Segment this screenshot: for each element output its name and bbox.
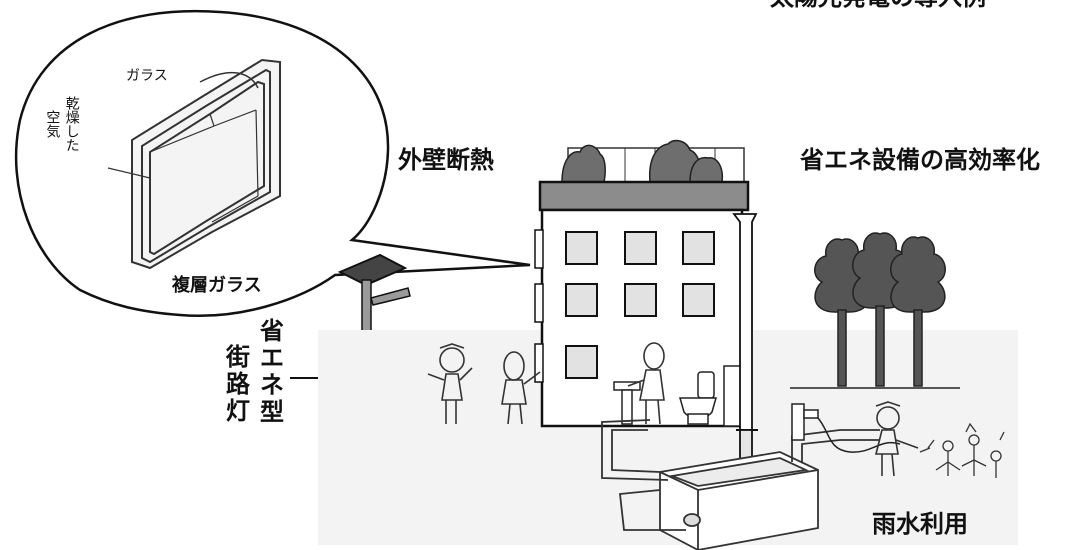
building-icon [534,139,750,428]
glass-label: ガラス [126,68,168,84]
top-title-fragment: 太陽光発電の導入例 [770,0,986,11]
streetlight-char: 灯 [226,396,250,425]
streetlight-char: 型 [260,397,284,426]
rooftop-greenery-icon [538,139,750,212]
streetlight-char: 路 [226,369,250,398]
efficient-equipment-label: 省エネ設備の高効率化 [800,146,1040,174]
streetlight-char: 街 [226,343,250,371]
solar-panel-icon [337,253,408,287]
double-glazing-callout [14,9,531,317]
person-icon [627,342,665,425]
dry-air-char: 空気 [44,110,61,138]
water-tank-icon [601,419,880,550]
insulation-panels [534,229,544,383]
toilet-icon [679,371,717,425]
top-title: 太陽光発電の導入例 [770,0,986,11]
tree-group [790,232,960,389]
streetlight-char: エ [260,343,284,372]
person-icon [427,343,473,424]
garden-faucet-icon [791,403,901,453]
streetlight-char: 省 [260,317,284,345]
basin-stand [621,389,633,425]
dry-air-char: 乾燥した [63,96,80,152]
streetlight-char: ネ [260,370,284,399]
rainwater-label: 雨水利用 [872,510,968,538]
flower-icon [919,422,1005,478]
building-windows [565,231,715,379]
double-glazing-icon [107,58,281,270]
person-icon [874,401,919,477]
double-glazing-label: 複層ガラス [172,275,262,296]
streetlight-label-left: 街 路 灯 [226,344,250,425]
exterior-insulation-label: 外壁断熱 [398,146,494,174]
streetlight-label-right: 省 エ ネ 型 [260,318,284,426]
person-icon [501,351,541,425]
dry-air-label: 乾燥した 空気 [44,96,79,152]
tree-icon [890,236,946,387]
